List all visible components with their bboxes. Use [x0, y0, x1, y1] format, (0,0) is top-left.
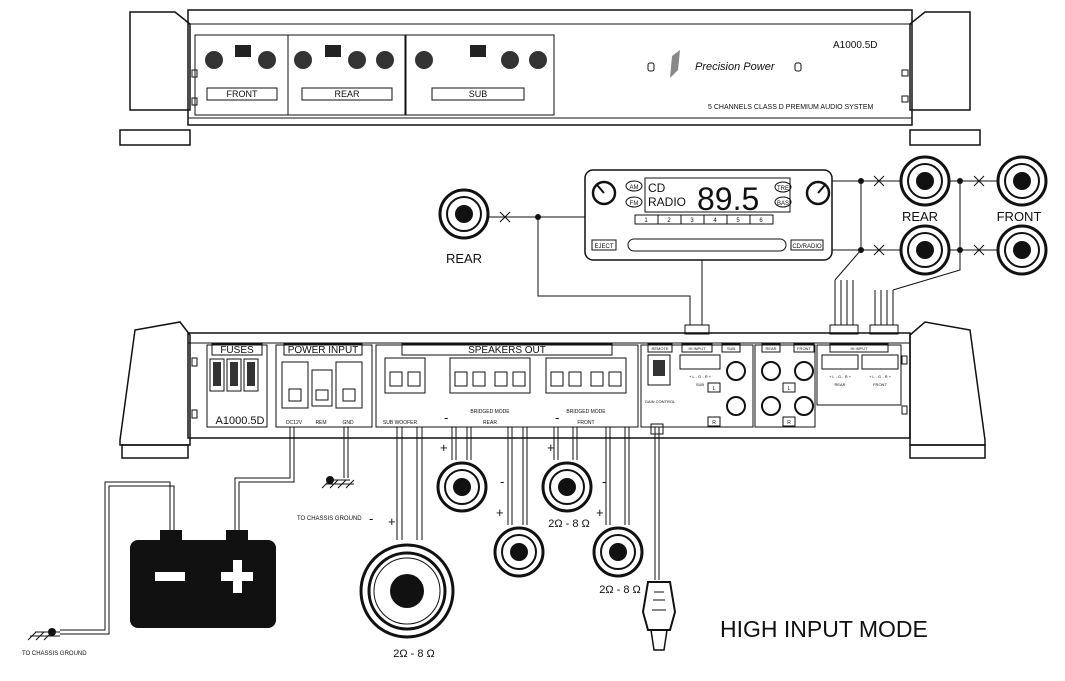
front-out-label: FRONT	[577, 420, 594, 426]
top-section-front: FRONT	[227, 89, 258, 99]
rca-l-1: L	[713, 386, 716, 392]
source-cd: CD	[648, 181, 666, 195]
rear-hi-label: REAR	[834, 382, 845, 387]
plus-rear-bottom: +	[496, 505, 504, 520]
minus-rear-top: -	[444, 410, 448, 425]
speaker-rear-left	[438, 188, 490, 240]
treble-button[interactable]: TRE	[777, 186, 789, 192]
battery-icon	[130, 530, 276, 628]
impedance-right: 2Ω - 8 Ω	[599, 584, 641, 596]
brand-logo-icon	[670, 50, 680, 78]
preset-1[interactable]: 1	[644, 218, 648, 224]
preset-2[interactable]: 2	[667, 218, 671, 224]
main-amplifier: FUSES A1000.5D POWER INPUT DC12V REM GND…	[119, 321, 986, 459]
chassis-ground-1: TO CHASSIS GROUND	[297, 516, 362, 522]
preset-5[interactable]: 5	[736, 218, 740, 224]
head-unit: AM FM CD RADIO 89.5 TRE BAS 1 2 3 4 5 6 …	[584, 169, 833, 261]
front-hi-label: FRONT	[873, 382, 887, 387]
plus-front-top: +	[547, 440, 555, 455]
impedance-mid: 2Ω - 8 Ω	[548, 518, 590, 530]
dc12v-label: DC12V	[286, 420, 303, 426]
gain-control-label: GAIN CONTROL	[645, 399, 676, 404]
top-amp-model: A1000.5D	[833, 40, 877, 51]
minus-sub: -	[369, 511, 373, 526]
preset-buttons: 1 2 3 4 5 6	[634, 214, 774, 225]
fm-button[interactable]: FM	[630, 201, 639, 207]
amp-model: A1000.5D	[216, 415, 265, 427]
minus-front-top: -	[555, 410, 559, 425]
top-section-rear: REAR	[334, 89, 360, 99]
remote-label: REMOTE	[651, 346, 668, 351]
eject-button[interactable]: EJECT	[594, 244, 613, 250]
sub-woofer-label: SUB WOOFER	[383, 420, 418, 426]
mode-title: HIGH INPUT MODE	[720, 616, 928, 642]
frequency-display: 89.5	[697, 181, 759, 217]
label-front: FRONT	[997, 209, 1042, 224]
brand-name: Precision Power	[695, 61, 776, 73]
top-amplifier: FRONT REAR SUB Precision Power A1000.5D …	[119, 9, 981, 146]
speaker-rear-a	[436, 461, 488, 513]
speaker-rear-right-top	[899, 155, 951, 207]
rear-rca-label: REAR	[765, 346, 776, 351]
preset-6[interactable]: 6	[759, 218, 763, 224]
fuses-label: FUSES	[220, 345, 254, 356]
preset-3[interactable]: 3	[690, 218, 694, 224]
bass-button[interactable]: BAS	[777, 201, 789, 207]
top-section-sub: SUB	[469, 89, 488, 99]
speaker-rear-right-bottom	[899, 224, 951, 276]
subwoofer-speaker	[359, 543, 455, 639]
speaker-terminals	[384, 357, 627, 394]
preset-4[interactable]: 4	[713, 218, 717, 224]
speaker-front-a	[541, 461, 593, 513]
minus-rear-bottom: -	[500, 474, 504, 489]
remote-gain-knob-icon	[641, 581, 677, 651]
rem-label: REM	[315, 420, 326, 426]
cd-radio-button[interactable]: CD/RADIO	[792, 244, 822, 250]
rca-r-1: R	[712, 420, 716, 426]
head-unit-wiring	[488, 175, 998, 335]
sub-rca-label: SUB	[727, 346, 736, 351]
rear-out-label: REAR	[483, 420, 497, 426]
speaker-rear-b	[493, 526, 545, 578]
hi-input-2-label: HI INPUT	[850, 346, 868, 351]
rca-l-2: L	[788, 386, 791, 392]
speaker-front-bottom	[996, 224, 1048, 276]
front-rca-label: FRONT	[797, 346, 811, 351]
speaker-wiring	[396, 423, 664, 580]
plus-rear-top: +	[440, 440, 448, 455]
gnd-label: GND	[342, 420, 354, 426]
power-input-label: POWER INPUT	[288, 345, 359, 356]
sub-hi-label: SUB	[696, 382, 705, 387]
top-amp-knobs	[205, 45, 547, 69]
hi-input-label: HI INPUT	[688, 346, 706, 351]
speaker-front-b	[592, 526, 644, 578]
chassis-ground-2: TO CHASSIS GROUND	[22, 651, 87, 657]
source-radio: RADIO	[648, 195, 686, 209]
plus-sub: +	[388, 514, 396, 529]
lgr-label-1: + L - G - R +	[689, 374, 712, 379]
bridged-rear-label: BRIDGED MODE	[470, 409, 510, 415]
speakers-out-label: SPEAKERS OUT	[468, 345, 546, 356]
speaker-front-top	[996, 155, 1048, 207]
bridged-front-label: BRIDGED MODE	[566, 409, 606, 415]
plus-front-bottom: +	[596, 505, 604, 520]
lgr-label-3: + L - G - R +	[869, 374, 892, 379]
top-amp-tagline: 5 CHANNELS CLASS D PREMIUM AUDIO SYSTEM	[708, 104, 873, 111]
lgr-label-2: + L - G - R +	[829, 374, 852, 379]
rca-r-2: R	[787, 420, 791, 426]
label-rear-left: REAR	[446, 251, 482, 266]
minus-front-bottom: -	[602, 474, 606, 489]
label-rear-right: REAR	[902, 209, 938, 224]
impedance-sub: 2Ω - 8 Ω	[393, 648, 435, 660]
power-wiring	[27, 427, 355, 641]
am-button[interactable]: AM	[630, 185, 639, 191]
